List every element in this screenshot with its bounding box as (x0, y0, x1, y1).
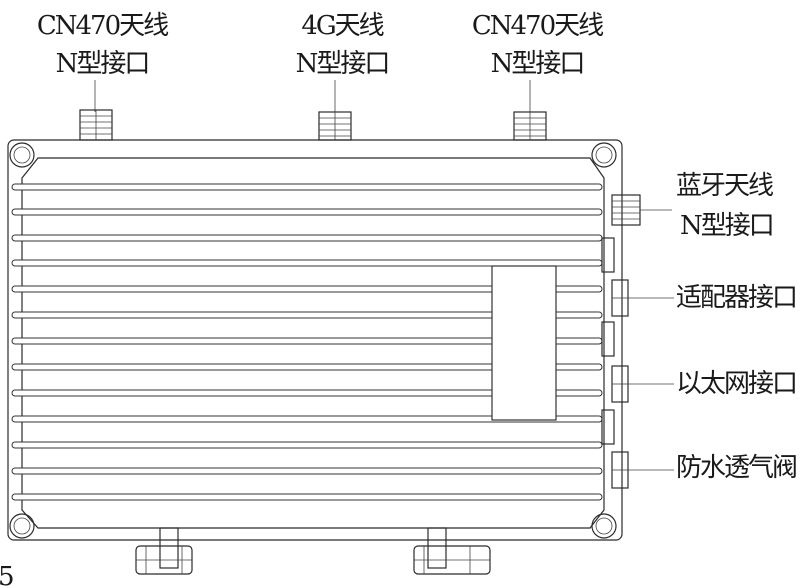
mounting-bracket-right (413, 527, 491, 575)
vent-valve (611, 451, 629, 489)
corner-screw-top-right (591, 142, 617, 168)
label-cn470-right-port: N型接口 (491, 49, 584, 79)
nameplate-panel (491, 265, 557, 421)
label-4g-title: 4G天线 (301, 11, 384, 41)
label-cn470-left-title: CN470天线 (37, 11, 169, 41)
connector-cn470-left (79, 109, 113, 141)
label-cn470-left-port: N型接口 (56, 49, 149, 79)
mounting-bracket-left (135, 527, 193, 575)
corner-mark: 5 (0, 562, 13, 588)
label-ethernet-port: 以太网接口 (676, 369, 796, 399)
side-blank-plate-3 (601, 409, 615, 445)
label-vent-valve: 防水透气阀 (676, 453, 796, 483)
label-cn470-right-title: CN470天线 (472, 11, 604, 41)
corner-screw-bottom-right (591, 513, 617, 539)
corner-screw-bottom-left (9, 513, 35, 539)
label-bluetooth-port: N型接口 (680, 211, 773, 241)
connector-cn470-right (513, 111, 547, 141)
label-4g-port: N型接口 (296, 49, 389, 79)
corner-screw-top-left (9, 142, 35, 168)
side-blank-plate-2 (601, 321, 615, 357)
cooling-fins (11, 183, 603, 501)
port-adapter (611, 279, 629, 317)
label-adapter-port: 适配器接口 (676, 283, 796, 313)
connector-bluetooth (611, 194, 641, 226)
side-blank-plate-1 (601, 237, 615, 273)
enclosure-outer (7, 139, 623, 541)
connector-4g (318, 111, 352, 141)
label-bluetooth-title: 蓝牙天线 (676, 171, 774, 201)
port-ethernet (611, 365, 629, 403)
